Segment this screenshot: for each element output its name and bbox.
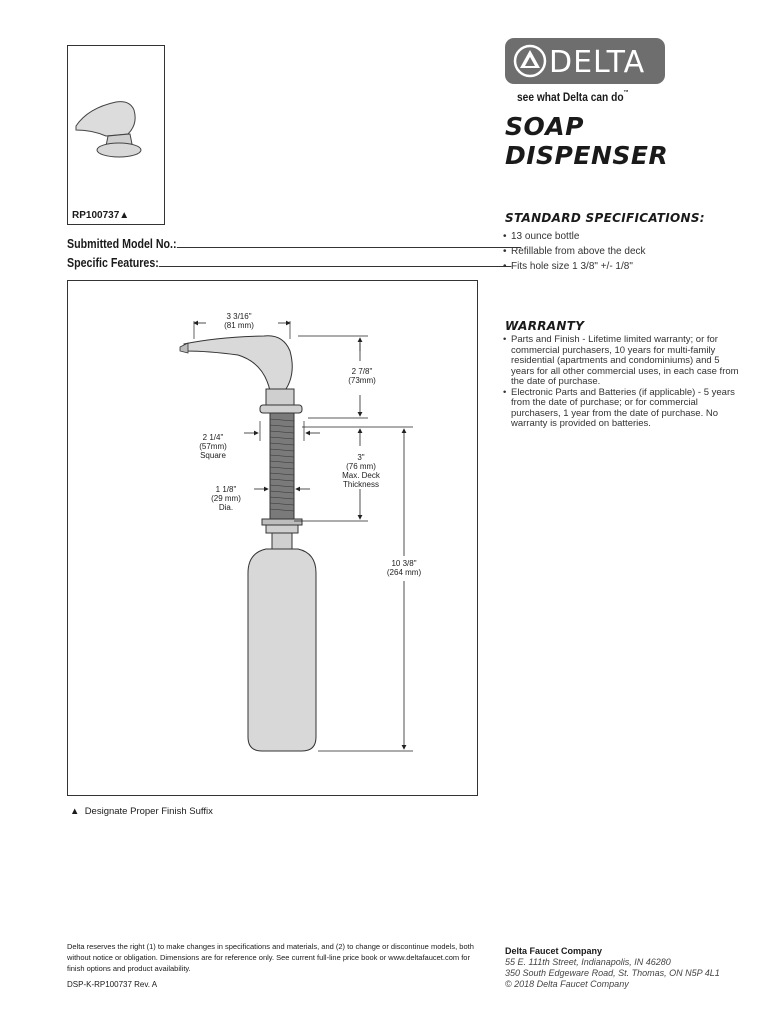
standard-specs-heading: STANDARD SPECIFICATIONS: (505, 211, 705, 225)
spec-item: Fits hole size 1 3/8" +/- 1/8" (503, 259, 646, 274)
warranty-item: Electronic Parts and Batteries (if appli… (503, 387, 743, 430)
specific-features-line: Specific Features: (67, 254, 512, 270)
brand-tagline: see what Delta can do™ (517, 90, 629, 104)
tagline-text: see what Delta can do (517, 90, 624, 104)
standard-specs-list: 13 ounce bottle Refillable from above th… (503, 229, 646, 274)
dim-diameter: 1 1/8"(29 mm)Dia. (211, 485, 241, 512)
finish-note: ▲ Designate Proper Finish Suffix (70, 806, 213, 817)
warranty-list: Parts and Finish - Lifetime limited warr… (503, 334, 743, 430)
document-id: DSP-K-RP100737 Rev. A (67, 980, 158, 989)
finish-triangle-icon: ▲ (70, 806, 80, 817)
product-title-line2: DISPENSER (505, 141, 669, 170)
company-name: Delta Faucet Company (505, 946, 603, 956)
spec-item: 13 ounce bottle (503, 229, 646, 244)
finish-note-text: Designate Proper Finish Suffix (84, 806, 213, 817)
warranty-heading: WARRANTY (505, 319, 585, 333)
soap-dispenser-thumbnail (75, 101, 142, 158)
model-number-label: RP100737▲ (72, 210, 130, 221)
company-address-2: 350 South Edgeware Road, St. Thomas, ON … (505, 968, 720, 978)
submitted-model-line: Submitted Model No.: (67, 235, 521, 251)
warranty-item: Parts and Finish - Lifetime limited warr… (503, 334, 743, 388)
company-address-1: 55 E. 111th Street, Indianapolis, IN 462… (505, 957, 671, 967)
tagline-trademark: ™ (623, 90, 629, 96)
company-copyright: © 2018 Delta Faucet Company (505, 979, 629, 989)
dim-shank-square: 2 1/4"(57mm)Square (199, 433, 227, 460)
dimension-diagram: 3 3/16"(81 mm) 2 7/8"(73mm) 2 1/4"(57mm)… (67, 280, 478, 796)
delta-triangle-icon (513, 44, 547, 78)
disclaimer-text: Delta reserves the right (1) to make cha… (67, 942, 474, 973)
dim-overall-height: 10 3/8"(264 mm) (378, 559, 430, 577)
dim-width-top: 3 3/16"(81 mm) (224, 312, 254, 330)
product-title-line1: SOAP (505, 112, 584, 141)
dim-spout-height: 2 7/8"(73mm) (340, 367, 384, 385)
logo-wordmark: DELTA (549, 45, 646, 80)
specific-features-label: Specific Features: (67, 255, 159, 270)
product-title: SOAP DISPENSER (505, 112, 668, 170)
submitted-model-label: Submitted Model No.: (67, 236, 177, 251)
spec-item: Refillable from above the deck (503, 244, 646, 259)
product-thumbnail-box (67, 45, 165, 225)
soap-dispenser-drawing (179, 320, 413, 752)
delta-logo: DELTA (505, 38, 665, 84)
specific-features-blank (158, 254, 512, 267)
company-info: Delta Faucet Company 55 E. 111th Street,… (505, 946, 720, 990)
submitted-model-blank (176, 235, 521, 248)
